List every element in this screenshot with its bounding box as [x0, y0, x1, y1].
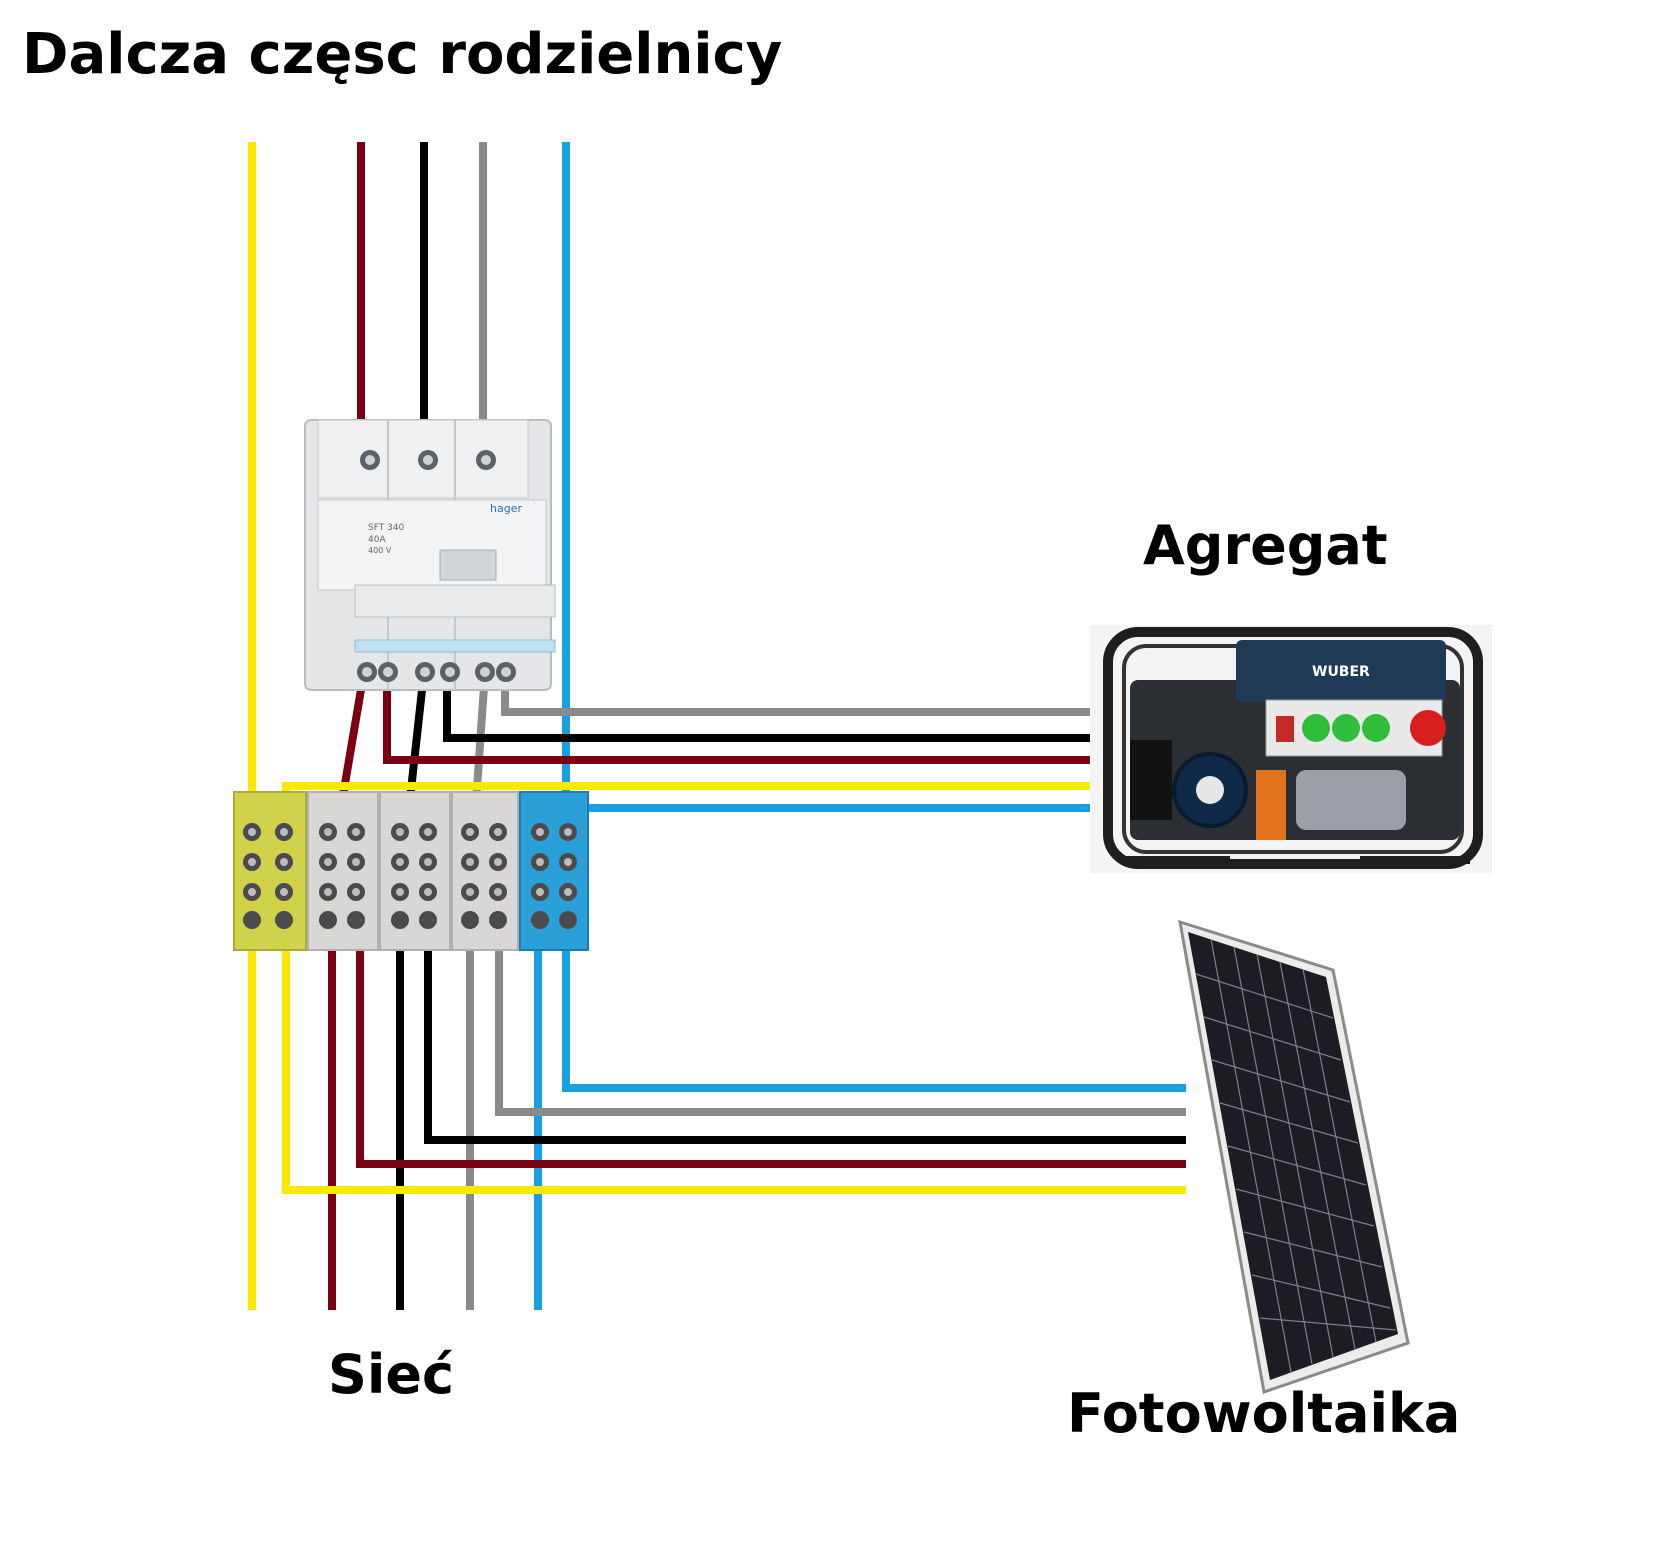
wires — [248, 142, 1186, 1310]
switch-voltage: 400 V — [368, 546, 392, 555]
label-siec: Sieć — [328, 1343, 454, 1406]
terminal-block-blue — [519, 791, 589, 951]
generator-image: WUBER — [1090, 625, 1492, 873]
wire-gray-generator — [501, 672, 1095, 716]
wire-gray-pv — [495, 870, 1186, 1116]
distribution-block — [233, 791, 589, 951]
diagram-title: Dalcza częsc rodzielnicy — [22, 22, 782, 87]
terminal-block-yellow — [233, 791, 307, 951]
wire-black-switch-down — [396, 671, 428, 1310]
switch-brand: hager — [490, 502, 522, 515]
generator-brand: WUBER — [1312, 664, 1370, 680]
switch-current: 40A — [368, 535, 386, 545]
wire-brown-pv — [356, 870, 1186, 1168]
wire-gray-switch-down — [466, 671, 489, 1310]
changeover-switch: hager SFT 340 40A 400 V — [304, 419, 556, 691]
wire-yellow-pv — [282, 1160, 1186, 1194]
wire-black-pv — [424, 880, 1186, 1144]
solar-panel-image — [1178, 919, 1410, 1394]
switch-model: SFT 340 — [368, 523, 405, 533]
label-agregat: Agregat — [1143, 514, 1388, 577]
terminal-block-gray-2 — [379, 791, 451, 951]
wire-yellow-generator — [282, 782, 1095, 1190]
wire-black-generator — [443, 672, 1095, 742]
wire-brown-generator — [383, 672, 1095, 764]
wire-blue-pv — [562, 840, 1186, 1092]
terminal-block-gray-3 — [451, 791, 519, 951]
label-fotowoltaika: Fotowoltaika — [1067, 1382, 1460, 1445]
terminal-block-gray-1 — [307, 791, 379, 951]
